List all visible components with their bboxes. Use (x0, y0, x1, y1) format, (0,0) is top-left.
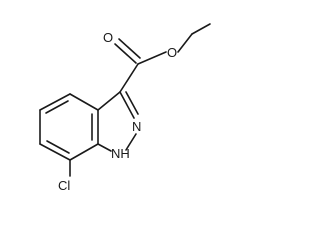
bond-carbonyl-double-b (118, 38, 141, 59)
double-bond-c3-n2 (125, 91, 139, 115)
double-bond-inner-c5-c6 (46, 140, 70, 154)
bond-c6-c7 (69, 143, 99, 161)
bond-c3a-c3 (97, 91, 121, 111)
bond-c5-c6 (39, 143, 71, 161)
bond-carbonyl-ester-o (137, 51, 167, 65)
nh-nitrogen-label: NH (111, 146, 130, 161)
bond-ester-o-ch2 (177, 33, 193, 53)
double-bond-inner-c3a-c4 (45, 100, 69, 114)
bond-c7a-c3a (69, 93, 99, 111)
pyrazole-ring (97, 91, 139, 152)
bond-n2-n1 (125, 133, 137, 151)
bond-carbonyl-double-a (114, 43, 137, 64)
bond-ch2-ch3 (191, 23, 211, 35)
bond-c3a-c4 (39, 93, 71, 111)
molecule-structure: O O N NH Cl (39, 23, 211, 193)
benzene-ring (39, 93, 99, 161)
bond-c3-n2 (119, 91, 135, 119)
bond-n1-c7a (97, 143, 112, 152)
carbonyl-oxygen-label: O (103, 30, 113, 45)
structure-canvas: O O N NH Cl (39, 23, 211, 193)
ester-group (114, 23, 211, 93)
chlorine-label: Cl (58, 178, 70, 193)
bond-c3-carbonyl (119, 63, 139, 93)
ring-nitrogen-label: N (132, 119, 141, 134)
ester-oxygen-label: O (167, 45, 177, 60)
